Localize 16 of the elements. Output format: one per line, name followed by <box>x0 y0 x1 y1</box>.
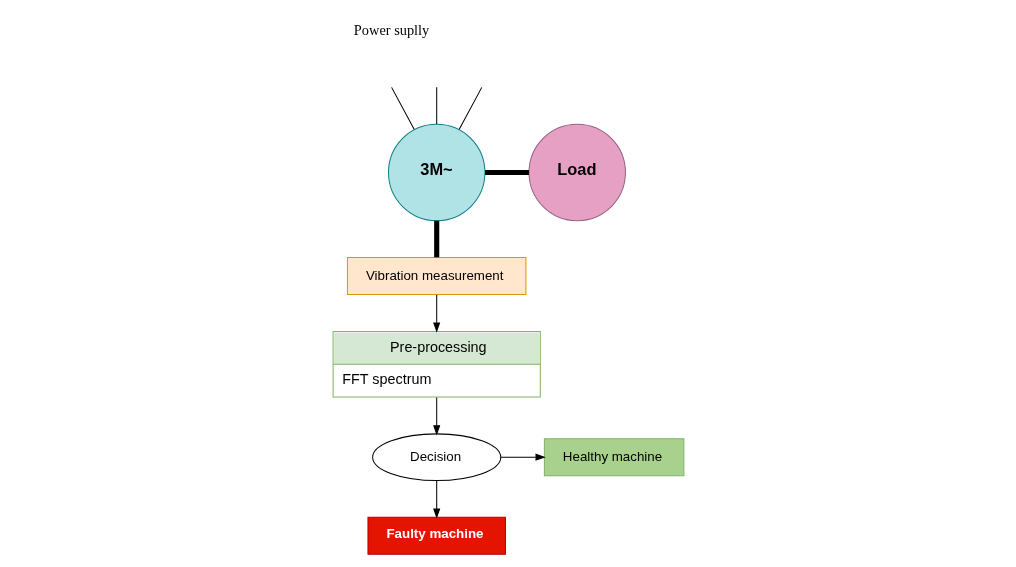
connector <box>458 86 482 130</box>
arrow <box>499 453 546 461</box>
arrow <box>432 397 440 436</box>
label: Power suplly <box>353 21 429 38</box>
connector <box>484 169 529 175</box>
connector <box>390 86 415 130</box>
connector <box>435 86 437 125</box>
connector <box>433 220 439 258</box>
node-ellipse: Decision <box>371 433 501 482</box>
node-circle: 3M~ <box>387 123 485 222</box>
node-circle: Load <box>528 123 626 222</box>
node-box: Faulty machine <box>366 516 506 555</box>
arrow <box>432 480 440 519</box>
node-box: Vibration measurement <box>346 257 526 296</box>
arrow <box>432 294 440 333</box>
node-box: Healthy machine <box>543 438 684 477</box>
